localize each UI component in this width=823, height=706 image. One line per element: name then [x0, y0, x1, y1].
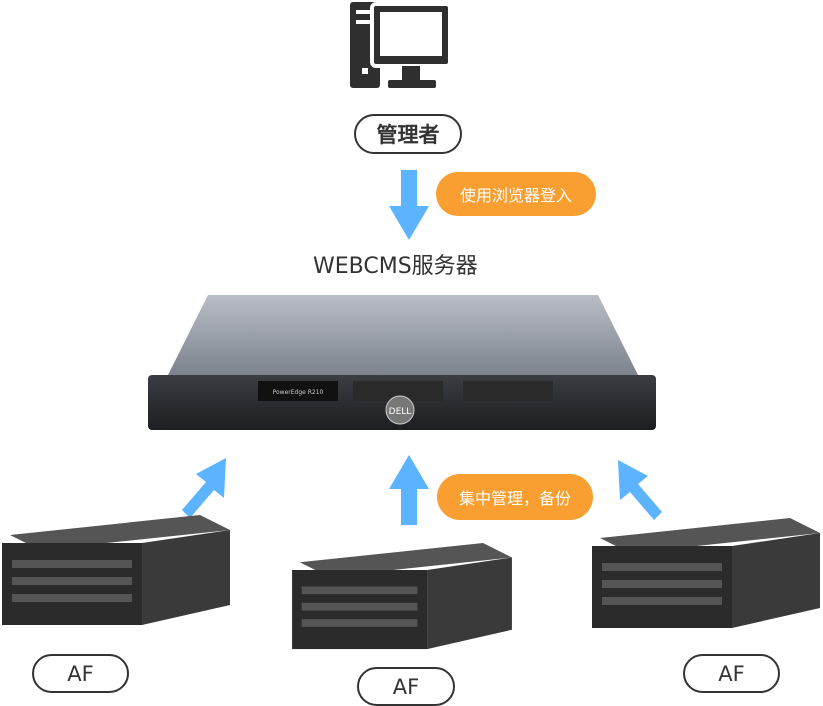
up-arrow-left-icon — [182, 458, 226, 518]
up-arrow-right-icon — [618, 460, 662, 520]
admin-label: 管理者 — [354, 114, 462, 154]
rack-server-image: PowerEdge R210 DELL — [148, 295, 656, 430]
af-label: AF — [32, 654, 129, 693]
af-device-image — [592, 518, 820, 628]
manage-note: 集中管理，备份 — [437, 474, 593, 520]
af-device-image — [292, 543, 512, 650]
desktop-computer-icon — [350, 2, 452, 88]
af-device-image — [2, 515, 230, 625]
up-arrow-middle-icon — [389, 455, 429, 525]
server-label: WEBCMS服务器 — [313, 254, 478, 279]
server-brand: DELL — [389, 407, 412, 417]
down-arrow-icon — [389, 170, 429, 240]
af-label: AF — [683, 654, 780, 693]
af-label: AF — [357, 667, 455, 706]
login-note: 使用浏览器登入 — [436, 172, 596, 216]
server-model: PowerEdge R210 — [273, 389, 324, 396]
